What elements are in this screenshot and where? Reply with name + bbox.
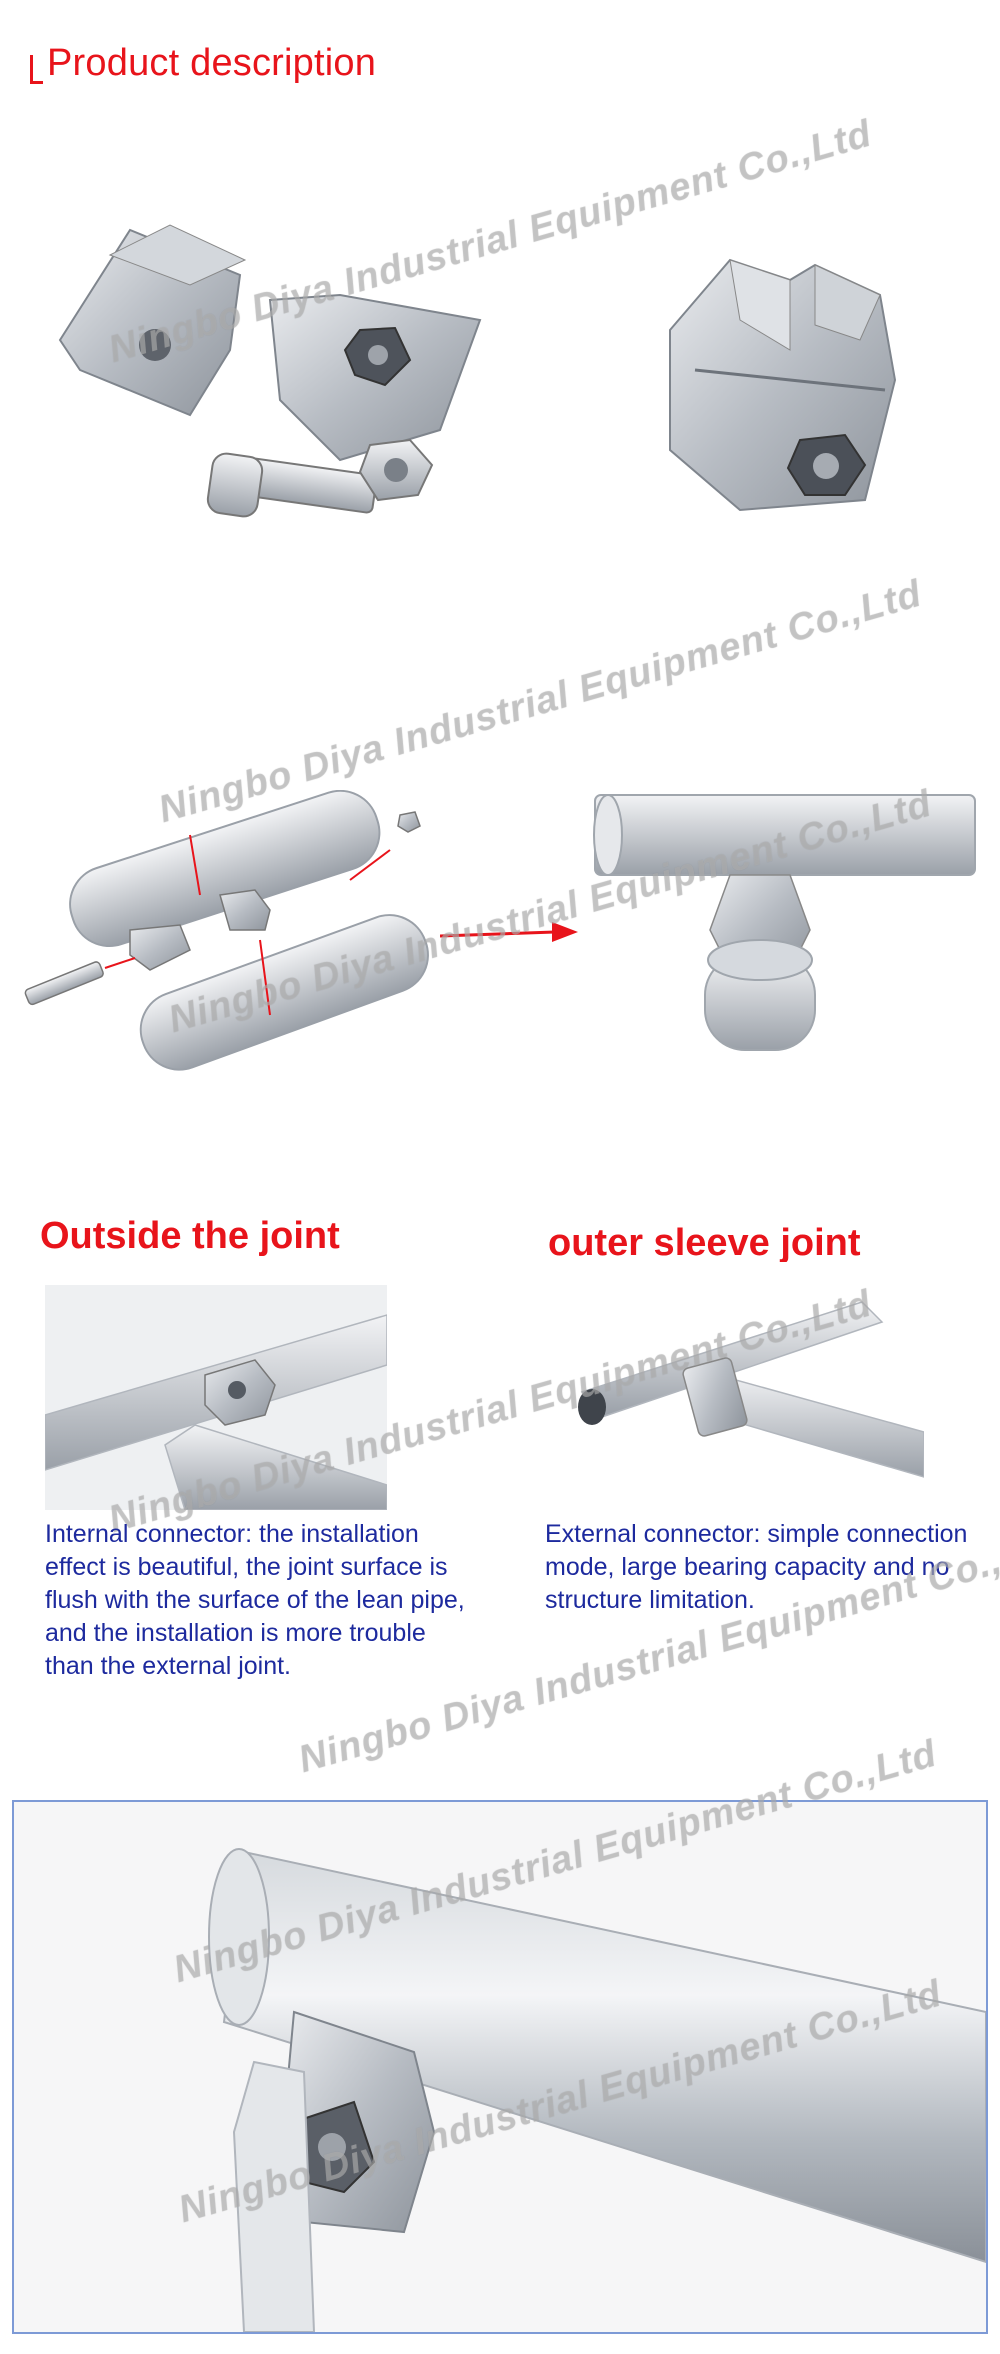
page-title: Product description — [47, 42, 377, 84]
pipe-assembly-exploded-photo — [20, 790, 440, 1090]
assembled-connector-photo — [640, 240, 930, 540]
red-arrow-icon — [439, 922, 578, 942]
pipe-assembly-exploded-illustration — [24, 790, 429, 1071]
right-section-description: External connector: simple connection mo… — [545, 1520, 968, 1614]
left-section-title: Outside the joint — [40, 1215, 340, 1257]
internal-connector-illustration — [45, 1285, 387, 1510]
pipe-assembly-complete-photo — [590, 780, 980, 1080]
pipe-assembly-complete-illustration — [593, 794, 976, 1051]
left-section-description: Internal connector: the installation eff… — [45, 1520, 465, 1680]
external-connector-illustration — [578, 1301, 924, 1478]
closeup-photo-frame — [12, 1800, 988, 2334]
assembled-connector-illustration — [669, 258, 897, 512]
connector-parts-illustration — [58, 224, 482, 518]
internal-connector-photo — [45, 1285, 387, 1510]
external-connector-photo — [562, 1262, 924, 1492]
connector-parts-photo — [40, 200, 500, 540]
page-title-bar: Product description — [30, 38, 376, 88]
closeup-connector-illustration — [14, 1802, 986, 2332]
assembly-arrow — [439, 920, 580, 950]
title-corner-mark — [30, 55, 43, 84]
right-section-title: outer sleeve joint — [548, 1222, 861, 1264]
